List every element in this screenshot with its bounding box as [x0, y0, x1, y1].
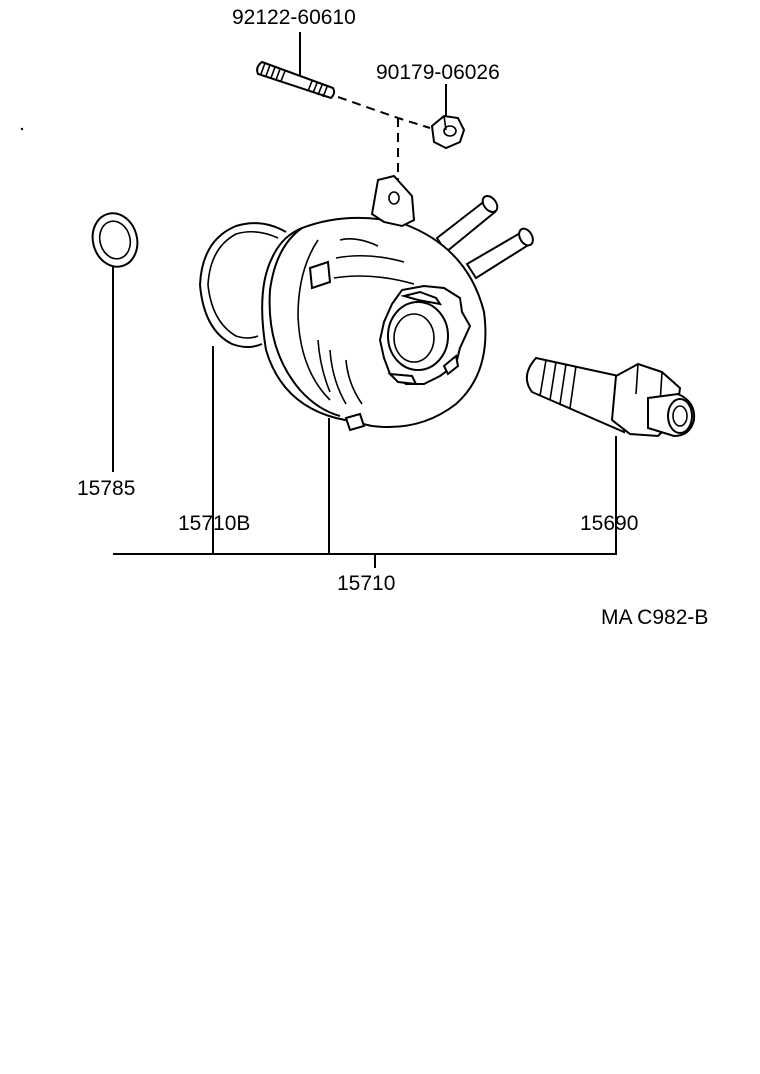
label-small-gasket: 15785	[77, 477, 135, 500]
label-stud-bolt: 92122-60610	[232, 6, 356, 29]
figure-code: MA C982-B	[601, 606, 708, 629]
flange-nut	[430, 114, 466, 150]
label-oil-cooler: 15710	[337, 572, 395, 595]
union-bolt	[525, 356, 696, 438]
label-union-bolt: 15690	[580, 512, 638, 535]
label-o-ring: 15710B	[178, 512, 250, 535]
small-gasket	[91, 212, 139, 268]
oil-cooler	[261, 174, 534, 432]
assembly-dashed-line	[337, 96, 431, 182]
label-nut: 90179-06026	[376, 61, 500, 84]
stud-bolt	[256, 60, 336, 100]
stray-dot	[20, 127, 24, 131]
